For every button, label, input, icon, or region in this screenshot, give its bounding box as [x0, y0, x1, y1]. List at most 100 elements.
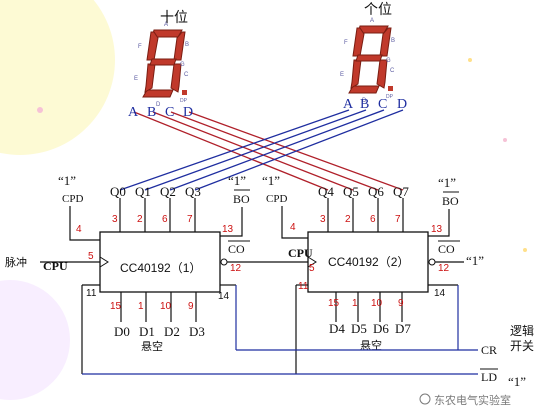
segment-label-f: F — [344, 40, 348, 46]
wechat-icon — [419, 393, 431, 405]
segment-g — [355, 54, 383, 62]
chip2-pin-cpd: 4 — [290, 222, 296, 233]
bcd-c-ones: C — [378, 97, 387, 112]
segment-b — [173, 31, 186, 61]
chip1-d1: D1 — [139, 324, 155, 339]
chip2-pin-d5: 1 — [352, 298, 358, 309]
bcd-b-tens: B — [147, 105, 156, 120]
chip2-pin-q6: 6 — [370, 214, 376, 225]
segment-b — [379, 27, 392, 57]
chip1-d2: D2 — [164, 324, 180, 339]
segment-label-b: B — [185, 42, 189, 48]
segment-label-b: B — [391, 38, 395, 44]
logic-switch-label-2: 开关 — [510, 339, 534, 353]
chip2-pin-q7: 7 — [395, 214, 401, 225]
segment-f — [352, 27, 365, 57]
bcd-inputs-ones: A B C D — [343, 97, 407, 112]
watermark-text: 东农电气实验室 — [434, 393, 511, 406]
chip2-cpd-label: CPD — [266, 193, 287, 205]
chip1-pin-q2: 6 — [162, 214, 168, 225]
chip1-pin-bo: 13 — [222, 224, 234, 235]
chip1-cpd-one: “1” — [58, 173, 76, 188]
segment-label-g: G — [180, 62, 185, 68]
chip1-co-label: CO — [228, 242, 245, 256]
segment-e — [350, 59, 362, 89]
chip1-pin-co: 12 — [230, 263, 242, 274]
ld-one: “1” — [508, 374, 526, 389]
chip2-pin-ld: 11 — [298, 281, 309, 292]
chip1-pin-d3: 9 — [188, 301, 194, 312]
chip1-pin-q3: 7 — [187, 214, 193, 225]
chip2-cpu-label: CPU — [288, 246, 313, 260]
bcd-c-tens: C — [165, 105, 174, 120]
chip1-d0: D0 — [114, 324, 130, 339]
bcd-d-tens: D — [183, 105, 193, 120]
segment-label-a: A — [370, 18, 374, 24]
ones-title: 个位 — [364, 1, 392, 17]
chip1-q0: Q0 — [110, 184, 126, 199]
chip2-d5: D5 — [351, 321, 367, 336]
segment-label-dp: DP — [180, 98, 188, 104]
segment-label-d: D — [362, 98, 367, 104]
chip2-pin-cr: 14 — [434, 288, 446, 299]
segment-label-dp: DP — [386, 94, 394, 100]
bcd-a-ones: A — [343, 97, 354, 112]
chip1-pin-cpu: 5 — [88, 251, 94, 262]
bcd-a-tens: A — [128, 105, 139, 120]
ld-bus: LD “1” — [82, 368, 526, 389]
chip2-pin-d4: 15 — [328, 298, 340, 309]
chip2-floating: 悬空 — [360, 338, 382, 352]
chip1-q2: Q2 — [160, 184, 176, 199]
chip2-pin-q5: 2 — [345, 214, 351, 225]
segment-dp — [182, 90, 187, 95]
chip1-name: CC40192（1） — [120, 261, 201, 275]
chip1-pin-d2: 10 — [160, 301, 172, 312]
bcd-d-ones: D — [397, 97, 407, 112]
chip1-floating: 悬空 — [141, 339, 163, 353]
chip2-d6: D6 — [373, 321, 389, 336]
segment-label-c: C — [390, 68, 395, 74]
segment-dp — [388, 86, 393, 91]
chip2-q6: Q6 — [368, 184, 384, 199]
chip2-bo-label: BO — [442, 194, 459, 208]
chip2-pin-co: 12 — [438, 263, 450, 274]
segment-label-f: F — [138, 44, 142, 50]
segment-d — [142, 89, 174, 98]
chip1-pin-q0: 3 — [112, 214, 118, 225]
chip2-q5: Q5 — [343, 184, 359, 199]
bcd-b-ones: B — [360, 97, 369, 112]
segment-label-e: E — [134, 76, 138, 82]
chip2-name: CC40192（2） — [328, 255, 409, 269]
cr-bus: CR — [236, 343, 497, 357]
segment-label-c: C — [184, 72, 189, 78]
chip2-co-one: “1” — [466, 253, 484, 268]
chip2-bo-one: “1” — [438, 175, 456, 190]
segment-label-d: D — [156, 102, 161, 108]
chip1-bo-label: BO — [233, 192, 250, 206]
chip2-q7: Q7 — [393, 184, 409, 199]
chip2-co-label: CO — [438, 242, 455, 256]
blue-wires — [119, 109, 404, 191]
segment-e — [144, 63, 156, 93]
chip2-cpd-one: “1” — [262, 173, 280, 188]
chip2-pin-bo: 13 — [431, 224, 443, 235]
segment-d — [348, 85, 380, 94]
chip1-d3: D3 — [189, 324, 205, 339]
segment-c — [170, 63, 182, 93]
chip2-pin-q4: 3 — [320, 214, 326, 225]
chip2-pin-d7: 9 — [398, 298, 404, 309]
chip1-q3: Q3 — [185, 184, 201, 199]
watermark: 东农电气实验室 — [419, 393, 511, 406]
chip1-q1: Q1 — [135, 184, 151, 199]
chip1-pin-d0: 15 — [110, 301, 122, 312]
chip1-pin-d1: 1 — [138, 301, 144, 312]
chip2-d4: D4 — [329, 321, 345, 336]
segment-c — [376, 59, 388, 89]
chip2-q4: Q4 — [318, 184, 334, 199]
background-decoration — [0, 0, 527, 400]
chip1-pin-q1: 2 — [137, 214, 143, 225]
chip1-body — [99, 231, 221, 293]
